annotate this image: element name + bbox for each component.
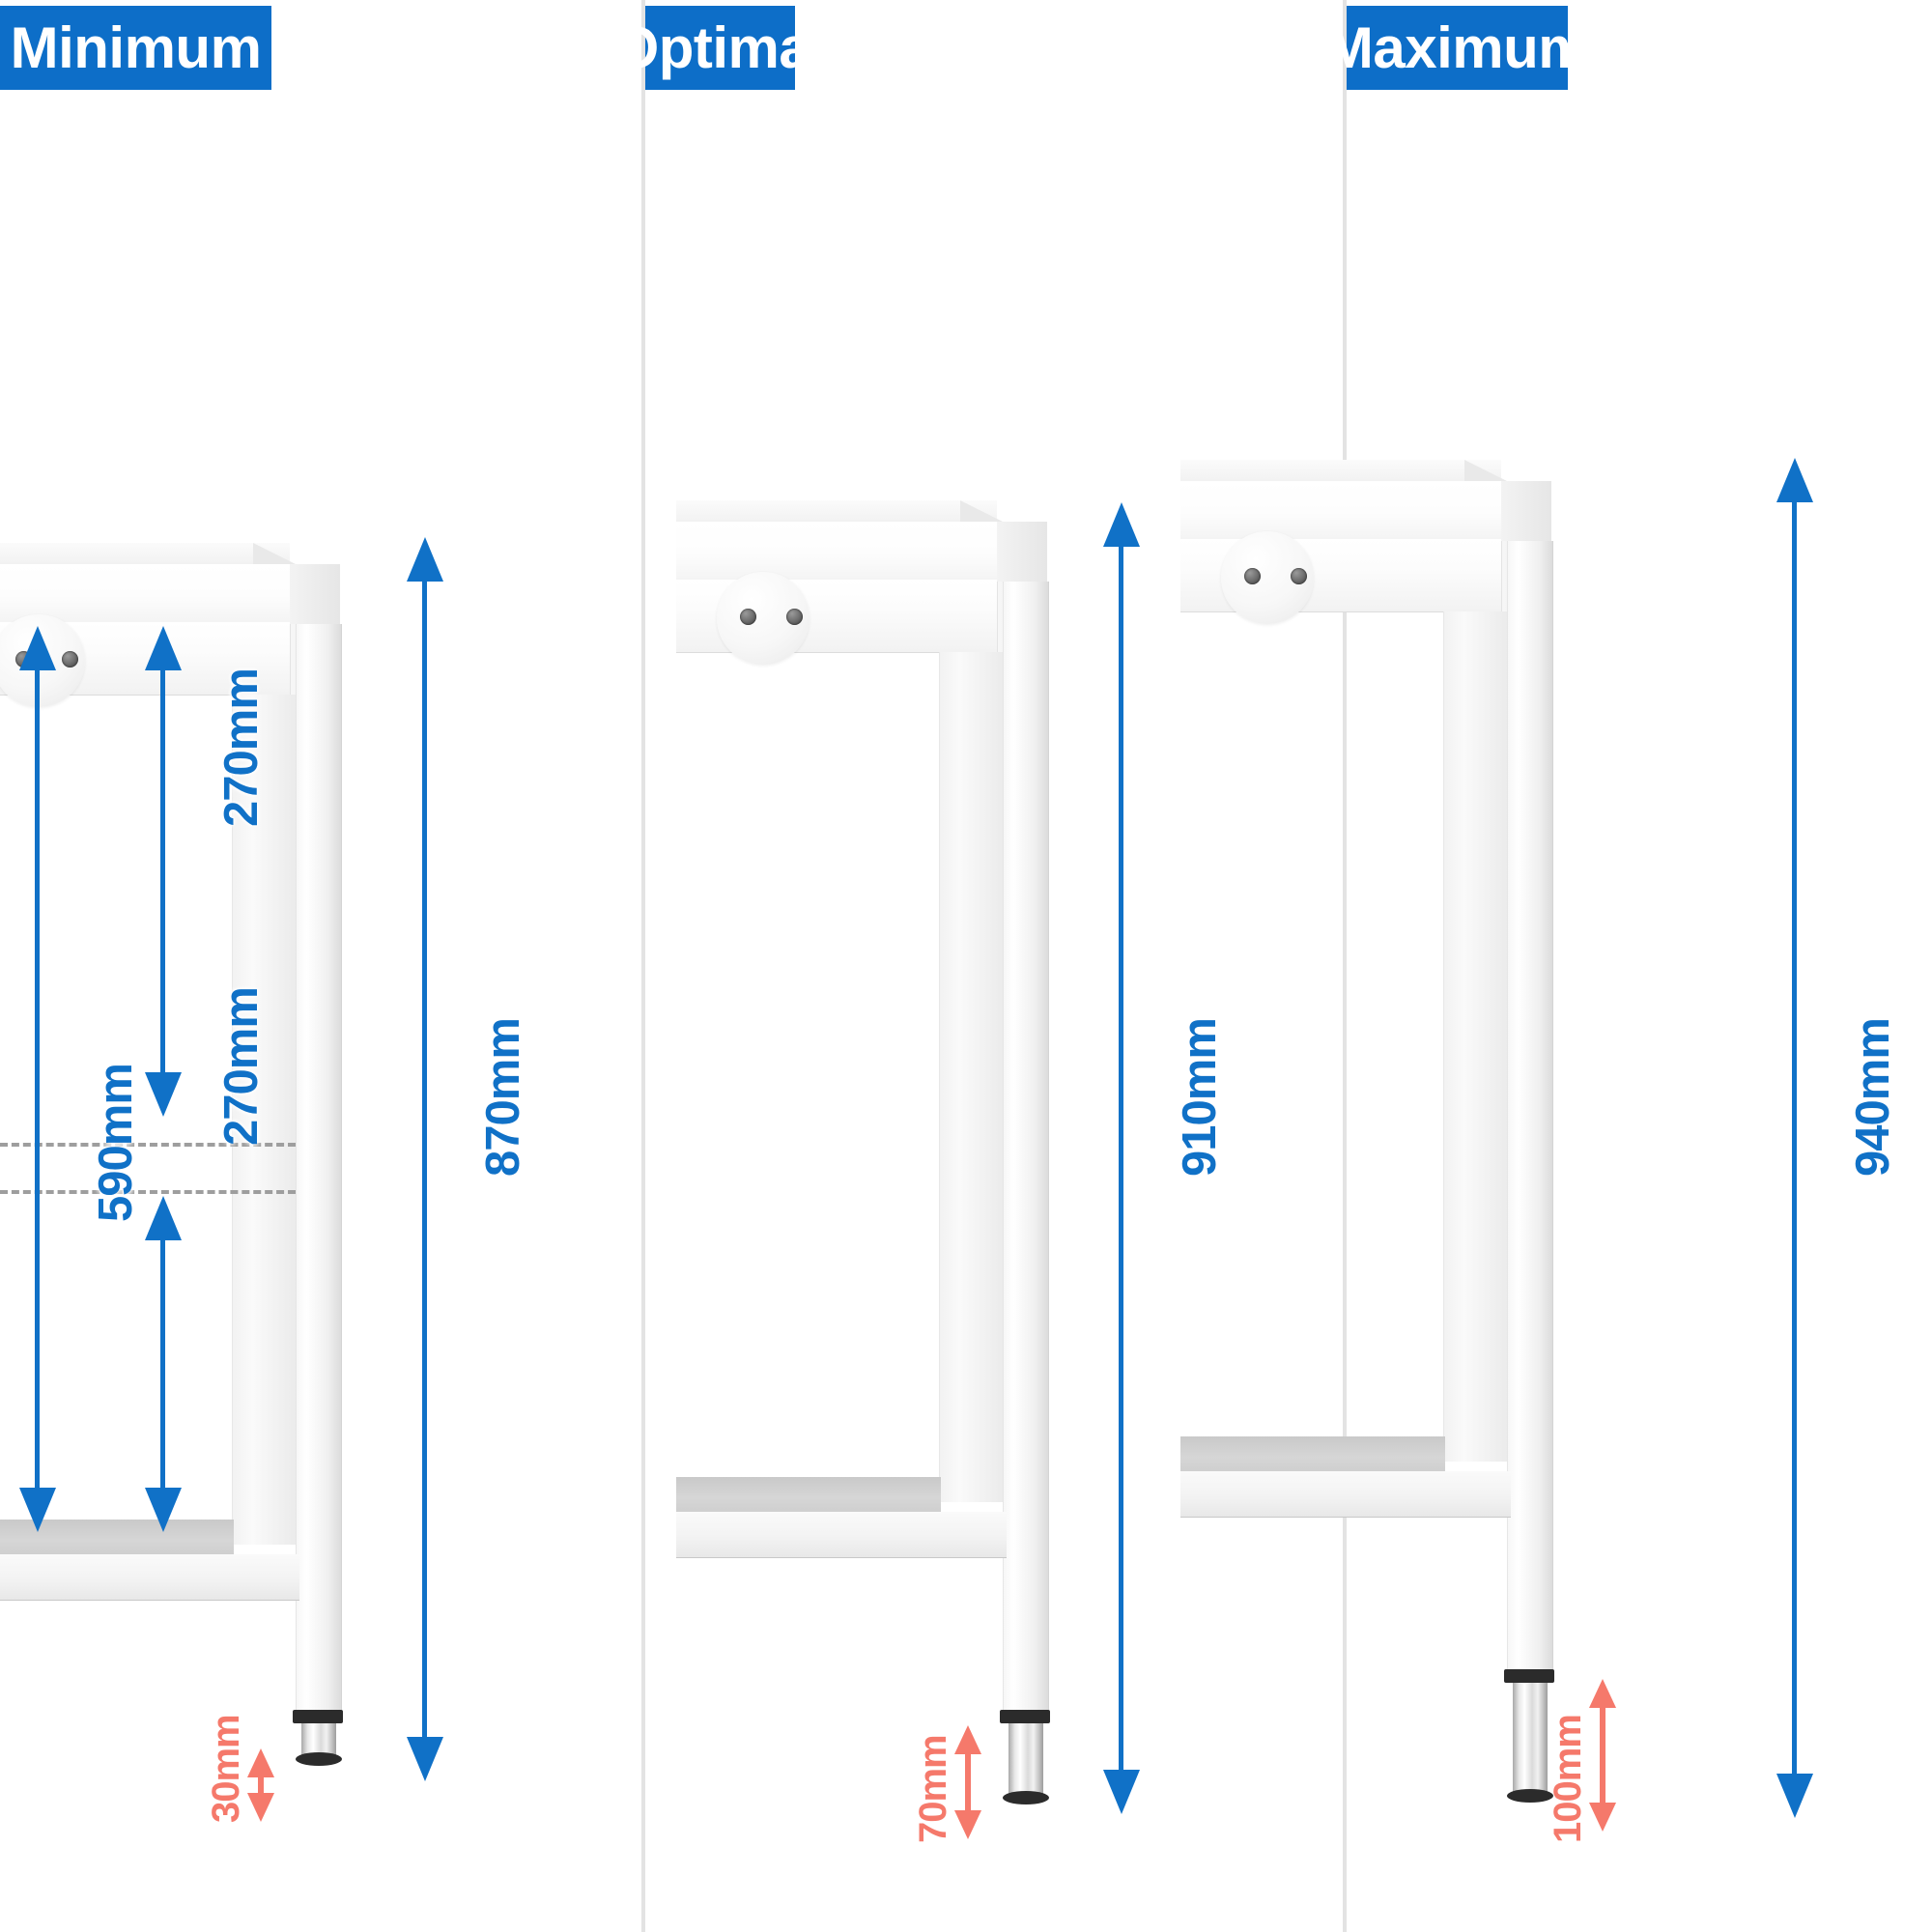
table-leg-front <box>1507 541 1553 1671</box>
dim-label-270mm-lower: 270mm <box>215 987 268 1146</box>
dim-910-arrowhead-bottom <box>1103 1770 1140 1814</box>
dim-940-line <box>1792 498 1797 1774</box>
table-top-face <box>676 522 997 581</box>
foot-collar <box>293 1710 343 1723</box>
dim-270-lower-arrowhead-top <box>145 1196 182 1240</box>
adjustable-foot-cylinder <box>1009 1723 1043 1797</box>
dim-30-arrowhead-bottom <box>247 1793 274 1822</box>
table-top-right-face <box>290 564 340 625</box>
foot-collar <box>1504 1669 1554 1683</box>
dim-70-line <box>965 1752 971 1812</box>
panel-maximum-banner: Maximum <box>1325 6 1590 90</box>
dim-270-lower-arrowhead-bottom <box>145 1488 182 1532</box>
dim-30-line <box>258 1776 264 1795</box>
dim-870-arrowhead-top <box>407 537 443 582</box>
dim-270-lower-line <box>160 1236 165 1488</box>
dim-270-upper-arrowhead-bottom <box>145 1072 182 1117</box>
adjustable-foot-cylinder <box>1513 1683 1548 1795</box>
table-leg-front <box>1003 582 1049 1712</box>
dim-100-line <box>1600 1706 1605 1804</box>
dim-940-arrowhead-bottom <box>1776 1774 1813 1818</box>
dim-label-590mm: 590mm <box>90 1064 142 1222</box>
dim-940-arrowhead-top <box>1776 458 1813 502</box>
dim-70-arrowhead-bottom <box>954 1810 981 1839</box>
cross-brace-face <box>0 1554 299 1601</box>
bracket-screw-left <box>1244 568 1261 584</box>
cross-brace-face <box>676 1512 1007 1558</box>
table-top-bevel <box>676 500 997 523</box>
dim-70-arrowhead-top <box>954 1725 981 1754</box>
foot-base-pad <box>296 1752 342 1766</box>
dim-label-70mm: 70mm <box>912 1735 954 1843</box>
bracket-screw-right <box>786 609 803 625</box>
dim-100-arrowhead-top <box>1589 1679 1616 1708</box>
bracket-screw-left <box>740 609 756 625</box>
center-dash-line-lower <box>0 1190 296 1194</box>
table-leg-back <box>939 652 1007 1502</box>
dim-590-arrowhead-top <box>19 626 56 670</box>
dim-910-line <box>1119 543 1123 1770</box>
panel-optimal-banner: Optimal <box>614 6 827 90</box>
table-leg-back <box>1443 611 1511 1462</box>
dim-label-940mm: 940mm <box>1847 1018 1899 1177</box>
table-top-right-face <box>997 522 1047 582</box>
bracket-screw-right <box>62 651 78 668</box>
foot-collar <box>1000 1710 1050 1723</box>
dim-label-910mm: 910mm <box>1174 1018 1226 1177</box>
dim-label-870mm: 870mm <box>477 1018 529 1177</box>
table-top-right-face <box>1501 481 1551 542</box>
table-top-bevel <box>0 543 290 565</box>
dim-590-line <box>35 667 40 1488</box>
center-dash-line-upper <box>0 1143 296 1147</box>
dim-label-100mm: 100mm <box>1547 1715 1589 1843</box>
dim-870-line <box>422 578 427 1737</box>
table-top-face <box>1180 481 1501 540</box>
panel-divider-1 <box>641 0 645 1932</box>
dim-label-30mm: 30mm <box>205 1715 247 1823</box>
foot-base-pad <box>1003 1791 1049 1804</box>
dim-590-arrowhead-bottom <box>19 1488 56 1532</box>
cross-brace-face <box>1180 1471 1511 1518</box>
dim-870-arrowhead-bottom <box>407 1737 443 1781</box>
dim-label-270mm-upper: 270mm <box>215 668 268 827</box>
table-leg-front <box>296 624 342 1712</box>
dim-270-upper-arrowhead-top <box>145 626 182 670</box>
cross-brace-top <box>1180 1436 1445 1471</box>
table-top-bevel <box>1180 460 1501 482</box>
cross-brace-top <box>676 1477 941 1512</box>
panel-divider-2 <box>1343 0 1347 1932</box>
dim-30-arrowhead-top <box>247 1748 274 1777</box>
foot-base-pad <box>1507 1789 1553 1803</box>
dim-270-upper-line <box>160 667 165 1072</box>
dim-910-arrowhead-top <box>1103 502 1140 547</box>
panel-minimum-banner: Minimum <box>0 6 271 90</box>
bracket-screw-right <box>1291 568 1307 584</box>
dim-100-arrowhead-bottom <box>1589 1803 1616 1832</box>
